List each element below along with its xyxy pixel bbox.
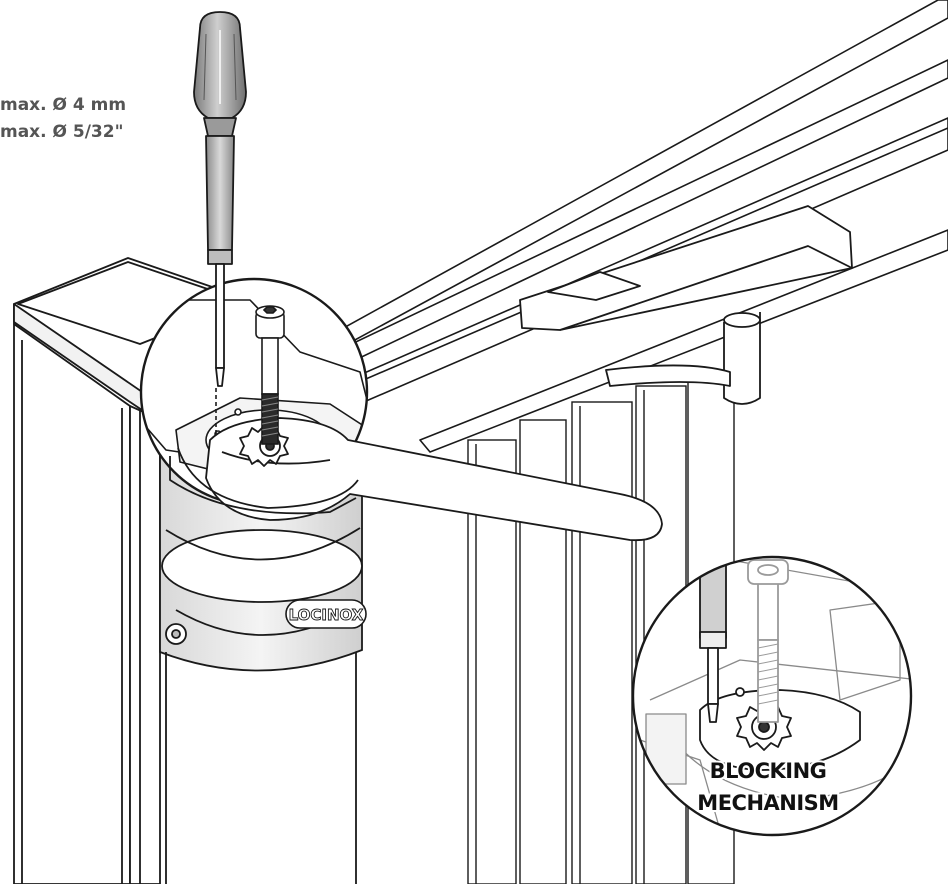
- callout-label-line2: MECHANISM: [697, 791, 838, 815]
- tool-spec: max. Ø 4 mm max. Ø 5/32": [0, 92, 126, 146]
- screwdriver-icon: [193, 11, 247, 387]
- gate-rails: [299, 0, 948, 453]
- brand-label: LOCINOX: [289, 606, 364, 624]
- hex-socket-bolt-icon: [255, 305, 285, 445]
- tool-spec-imperial: max. Ø 5/32": [0, 122, 124, 142]
- detail-magnifier-icon: BLOCKING MECHANISM: [631, 555, 913, 837]
- gate-post: [13, 323, 161, 884]
- brand-badge: LOCINOX: [285, 599, 367, 629]
- callout-label-line1: BLOCKING: [710, 759, 827, 783]
- tool-spec-metric: max. Ø 4 mm: [0, 95, 127, 115]
- closer-upper-arm: [519, 205, 853, 405]
